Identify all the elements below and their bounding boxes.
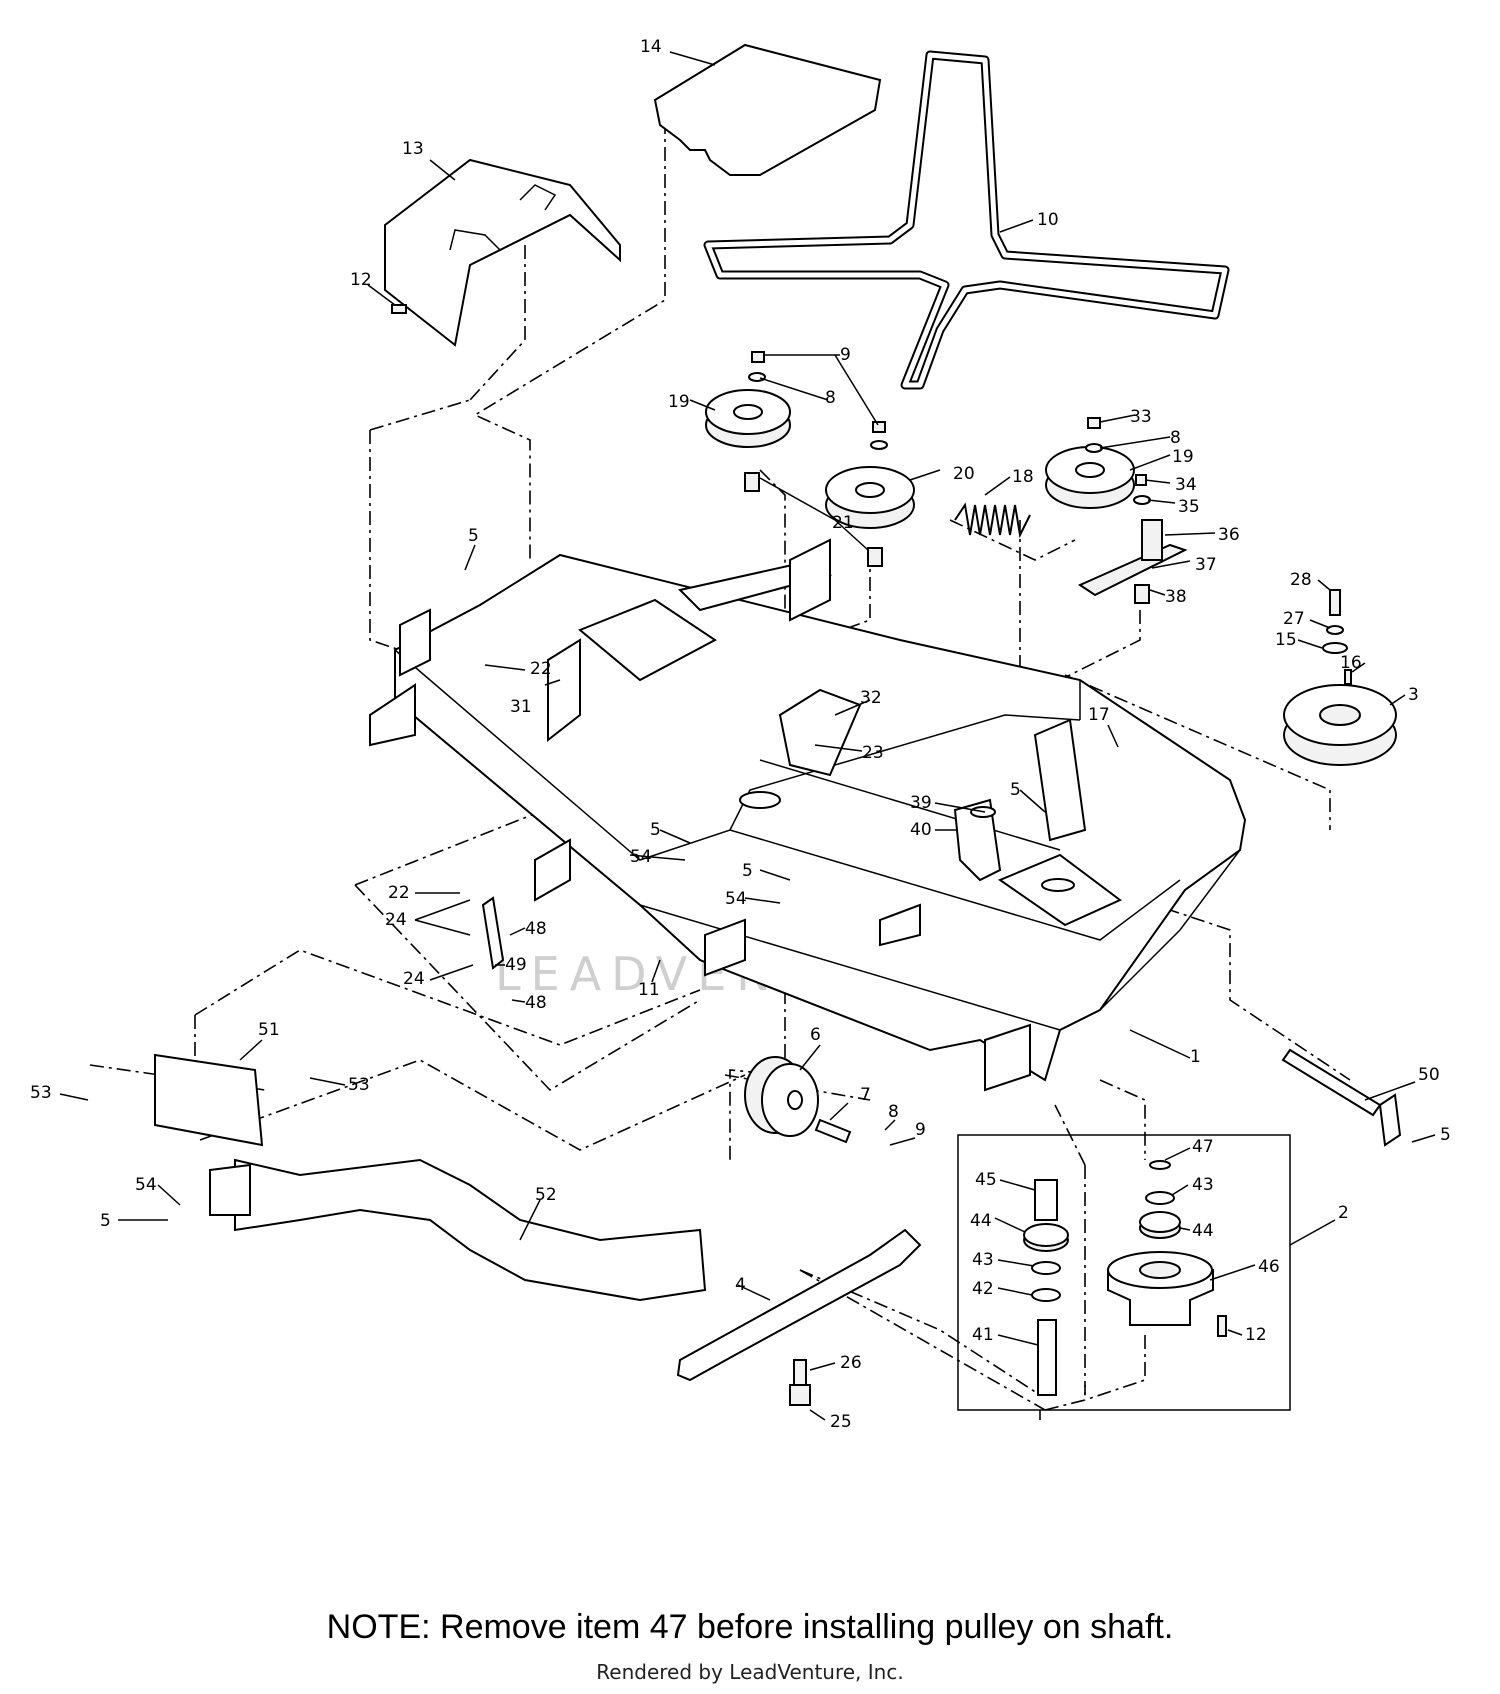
callout: 51: [258, 1020, 280, 1040]
render-credit: Rendered by LeadVenture, Inc.: [596, 1660, 904, 1684]
callout: 8: [888, 1102, 899, 1122]
callout: 47: [1192, 1137, 1214, 1157]
callout: 8: [825, 388, 836, 408]
callout: 22: [530, 659, 552, 679]
callout: 27: [1283, 609, 1305, 629]
part-32-plate: [778, 688, 862, 777]
part-19-idler-pulley-left: [705, 389, 791, 448]
callout: 16: [1340, 653, 1362, 673]
part-51-plate: [154, 1053, 264, 1147]
part-19-idler-pulley-right: [1045, 446, 1135, 509]
part-2-spindle-assembly-box: [957, 1134, 1291, 1411]
callout: 53: [348, 1075, 370, 1095]
callout: 39: [910, 793, 932, 813]
part-40-bracket: [953, 798, 1002, 882]
callout: 33: [1130, 407, 1152, 427]
callout: 54: [725, 889, 747, 909]
callout: 9: [840, 345, 851, 365]
callout: 5: [1440, 1125, 1451, 1145]
installation-note: NOTE: Remove item 47 before installing p…: [326, 1608, 1174, 1646]
callout: 43: [1192, 1175, 1214, 1195]
callout: 48: [525, 993, 547, 1013]
callout: 4: [735, 1275, 746, 1295]
callout: 12: [1245, 1325, 1267, 1345]
callout: 12: [350, 270, 372, 290]
callout: 15: [1275, 630, 1297, 650]
callout: 1: [1190, 1047, 1201, 1067]
callout: 24: [385, 910, 407, 930]
part-7-spacer: [814, 1118, 852, 1144]
callout: 49: [505, 955, 527, 975]
callout: 6: [810, 1025, 821, 1045]
callout: 3: [1408, 685, 1419, 705]
callout: 5: [100, 1211, 111, 1231]
callout: 38: [1165, 587, 1187, 607]
callout: 14: [640, 37, 662, 57]
callout: 24: [403, 969, 425, 989]
part-13-pulley-shield: [384, 158, 621, 347]
callout: 20: [953, 464, 975, 484]
callout: 54: [135, 1175, 157, 1195]
callout: 36: [1218, 525, 1240, 545]
part-36-pivot: [1141, 519, 1163, 561]
callout: 37: [1195, 555, 1217, 575]
callout: 10: [1037, 210, 1059, 230]
callout: 48: [525, 919, 547, 939]
callout: 17: [1088, 705, 1110, 725]
callout: 5: [650, 820, 661, 840]
callout: 34: [1175, 475, 1197, 495]
callout: 9: [915, 1120, 926, 1140]
callout: 18: [1012, 467, 1034, 487]
callout: 31: [510, 697, 532, 717]
leader-lines: [59, 51, 1436, 1421]
callout: 11: [638, 980, 660, 1000]
callout: 19: [668, 392, 690, 412]
part-50-rod: [1281, 1048, 1382, 1117]
callout: 45: [975, 1170, 997, 1190]
callout: 46: [1258, 1257, 1280, 1277]
callout: 54: [630, 847, 652, 867]
part-14-belt-cover: [653, 43, 882, 176]
spindle-parts: [1023, 1160, 1227, 1396]
callout: 35: [1178, 497, 1200, 517]
callout-labels: 14 13 12 10 9 8 19 20 21 18 33 8 19 34 3…: [30, 37, 1451, 1432]
callout: 5: [742, 861, 753, 881]
callout: 28: [1290, 570, 1312, 590]
callout: 44: [1192, 1221, 1214, 1241]
callout: 2: [1338, 1203, 1349, 1223]
callout: 41: [972, 1325, 994, 1345]
part-4-blade: [676, 1228, 922, 1382]
callout: 21: [832, 513, 854, 533]
callout: 43: [972, 1250, 994, 1270]
part-3-spindle-pulley: [1283, 684, 1397, 766]
callout: 32: [860, 688, 882, 708]
callout: 53: [30, 1083, 52, 1103]
part-49-height-bracket: [481, 896, 505, 970]
callout: 22: [388, 883, 410, 903]
callout: 52: [535, 1185, 557, 1205]
callout: 25: [830, 1412, 852, 1432]
callout: 5: [1010, 780, 1021, 800]
callout: 40: [910, 820, 932, 840]
callout: 44: [970, 1211, 992, 1231]
callout: 8: [1170, 428, 1181, 448]
part-52-discharge-chute: [234, 1158, 707, 1302]
callout: 19: [1172, 447, 1194, 467]
callout: 23: [862, 743, 884, 763]
callout: 5: [468, 526, 479, 546]
callout: 42: [972, 1279, 994, 1299]
part-18-idler-spring: [954, 502, 1031, 539]
callout: 26: [840, 1353, 862, 1373]
callout: 50: [1418, 1065, 1440, 1085]
part-6-gauge-wheel: [744, 1056, 819, 1137]
part-25-bolt: [789, 1384, 811, 1406]
part-20-idler-pulley-center: [825, 466, 915, 529]
callout: 7: [860, 1085, 871, 1105]
callout: 13: [402, 139, 424, 159]
